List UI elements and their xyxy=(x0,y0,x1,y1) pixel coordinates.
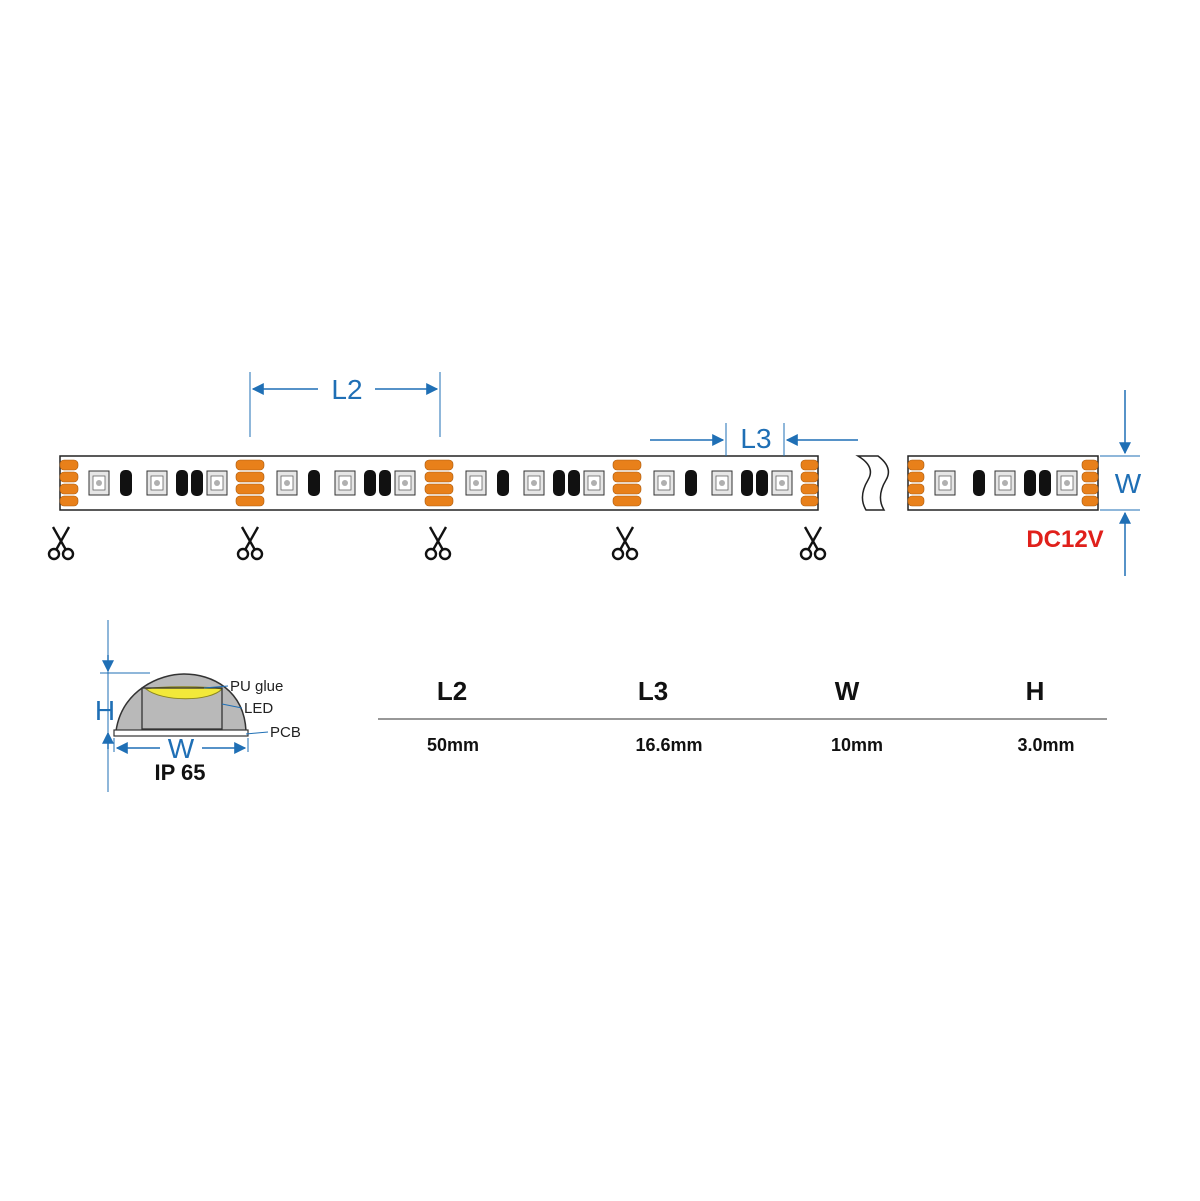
spec-header-h: H xyxy=(1026,676,1045,706)
led-chip xyxy=(711,470,733,496)
resistor xyxy=(973,470,985,496)
led-chip xyxy=(88,470,110,496)
led-chip xyxy=(994,470,1016,496)
dimension-annotations: L2 L3 W DC12V xyxy=(249,372,1142,576)
resistor xyxy=(568,470,580,496)
solder-pad-cut xyxy=(235,459,265,507)
pcb-base xyxy=(113,729,249,737)
led-chip xyxy=(334,470,356,496)
strip-break-symbol xyxy=(855,455,890,511)
resistor xyxy=(497,470,509,496)
spec-header-l3: L3 xyxy=(638,676,668,706)
resistor xyxy=(364,470,376,496)
scissors-icon xyxy=(424,526,452,561)
led-chip xyxy=(276,470,298,496)
pcb-label: PCB xyxy=(270,724,301,741)
scissors-icon xyxy=(47,526,75,561)
solder-pad-cut xyxy=(612,459,642,507)
spec-table: L2 L3 W H 50mm 16.6mm 10mm 3.0mm xyxy=(378,676,1107,755)
resistor xyxy=(1039,470,1051,496)
spec-value-l2: 50mm xyxy=(427,735,479,755)
resistor xyxy=(741,470,753,496)
resistor xyxy=(176,470,188,496)
voltage-label: DC12V xyxy=(1026,526,1103,553)
led-chip xyxy=(771,470,793,496)
cut-marks xyxy=(47,526,827,561)
resistor xyxy=(379,470,391,496)
led-chip xyxy=(523,470,545,496)
pu-glue-label: PU glue xyxy=(230,678,283,695)
led-chip xyxy=(653,470,675,496)
cross-w-label: W xyxy=(168,733,195,764)
spec-value-w: 10mm xyxy=(831,735,883,755)
scissors-icon xyxy=(611,526,639,561)
led-housing xyxy=(141,687,223,730)
resistor xyxy=(756,470,768,496)
resistor xyxy=(191,470,203,496)
spec-header-l2: L2 xyxy=(437,676,467,706)
solder-pad-cut xyxy=(424,459,454,507)
scissors-icon xyxy=(236,526,264,561)
led-chip xyxy=(465,470,487,496)
w-dimension-label: W xyxy=(1115,468,1142,499)
scissors-icon xyxy=(799,526,827,561)
l2-dimension-label: L2 xyxy=(331,374,362,405)
resistor xyxy=(1024,470,1036,496)
led-chip xyxy=(583,470,605,496)
l3-dimension-label: L3 xyxy=(740,423,771,454)
h-dimension-label: H xyxy=(95,695,115,726)
led-label: LED xyxy=(244,700,273,717)
solder-pad-end xyxy=(800,459,819,507)
solder-pad-end xyxy=(907,459,925,507)
resistor xyxy=(308,470,320,496)
spec-value-h: 3.0mm xyxy=(1017,735,1074,755)
cross-section: H W PU glue LED PCB IP 65 xyxy=(95,620,301,792)
resistor xyxy=(685,470,697,496)
ip-rating-label: IP 65 xyxy=(155,760,206,785)
led-chip xyxy=(146,470,168,496)
led-chip xyxy=(394,470,416,496)
resistor xyxy=(120,470,132,496)
pu-glue-dome xyxy=(115,673,247,732)
spec-value-l3: 16.6mm xyxy=(635,735,702,755)
solder-pad-end xyxy=(1081,459,1099,507)
led-chip xyxy=(934,470,956,496)
led-chip xyxy=(1056,470,1078,496)
spec-header-w: W xyxy=(835,676,860,706)
led-chip xyxy=(206,470,228,496)
resistor xyxy=(553,470,565,496)
led-strip xyxy=(59,455,1099,511)
solder-pad-end xyxy=(59,459,79,507)
